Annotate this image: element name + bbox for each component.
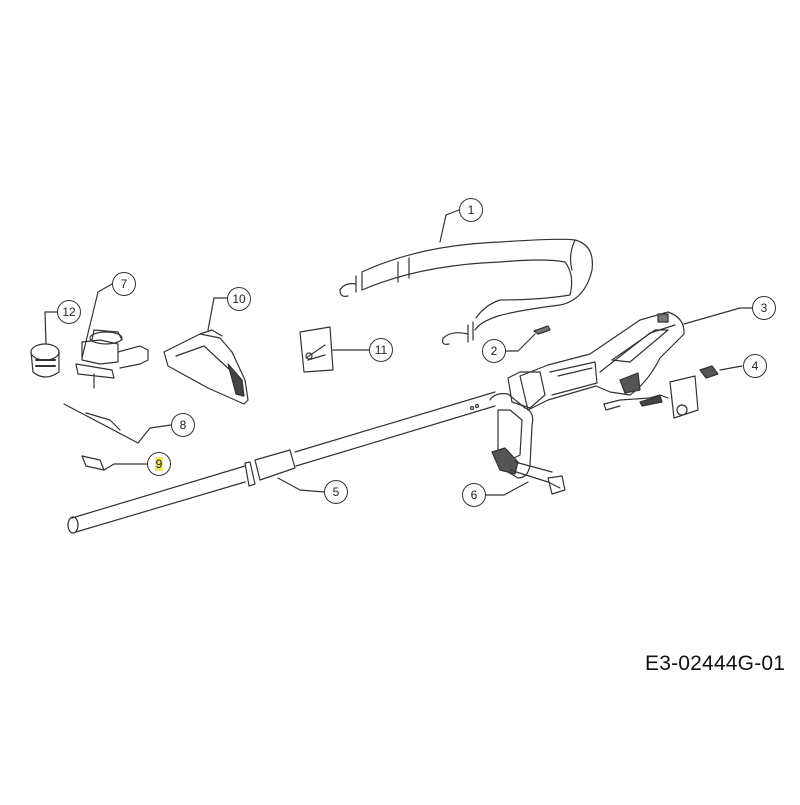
callout-label: 2 (490, 344, 498, 358)
strap-clip-part (505, 325, 551, 352)
front-handle-part (485, 393, 566, 496)
callout-label: 12 (62, 305, 76, 319)
callout-label: 3 (760, 301, 768, 315)
callout-label: 8 (179, 418, 187, 432)
cutter-blade-part (63, 403, 172, 444)
callout-1[interactable]: 1 (459, 198, 483, 222)
callout-label: 11 (374, 343, 388, 357)
blade-cover-part (81, 455, 148, 471)
callout-7[interactable]: 7 (112, 272, 136, 296)
callout-label: 10 (232, 292, 246, 306)
motor-handle-housing-part (507, 307, 753, 411)
callout-5[interactable]: 5 (324, 480, 348, 504)
spool-cap-part (30, 311, 60, 378)
callout-9-highlighted[interactable]: 9 (147, 452, 171, 476)
callout-11[interactable]: 11 (369, 338, 393, 362)
diagram-code-label: E3-02444G-01 (645, 652, 786, 675)
callout-6[interactable]: 6 (462, 483, 486, 507)
hardware-bag-part (299, 326, 370, 373)
callout-8[interactable]: 8 (171, 413, 195, 437)
callout-label: 9 (154, 457, 164, 471)
motor-head-part (75, 283, 149, 389)
callout-4[interactable]: 4 (743, 354, 767, 378)
guard-part (163, 297, 249, 405)
callout-3[interactable]: 3 (752, 296, 776, 320)
callout-label: 7 (120, 277, 128, 291)
callout-label: 6 (470, 488, 478, 502)
callout-label: 1 (467, 203, 475, 217)
callout-label: 5 (332, 485, 340, 499)
callout-12[interactable]: 12 (57, 300, 81, 324)
callout-2[interactable]: 2 (482, 339, 506, 363)
callout-10[interactable]: 10 (227, 287, 251, 311)
callout-label: 4 (751, 359, 759, 373)
shoulder-strap-part (339, 209, 593, 345)
connector-terminal-part (603, 365, 743, 419)
shaft-tube-part (67, 391, 496, 534)
